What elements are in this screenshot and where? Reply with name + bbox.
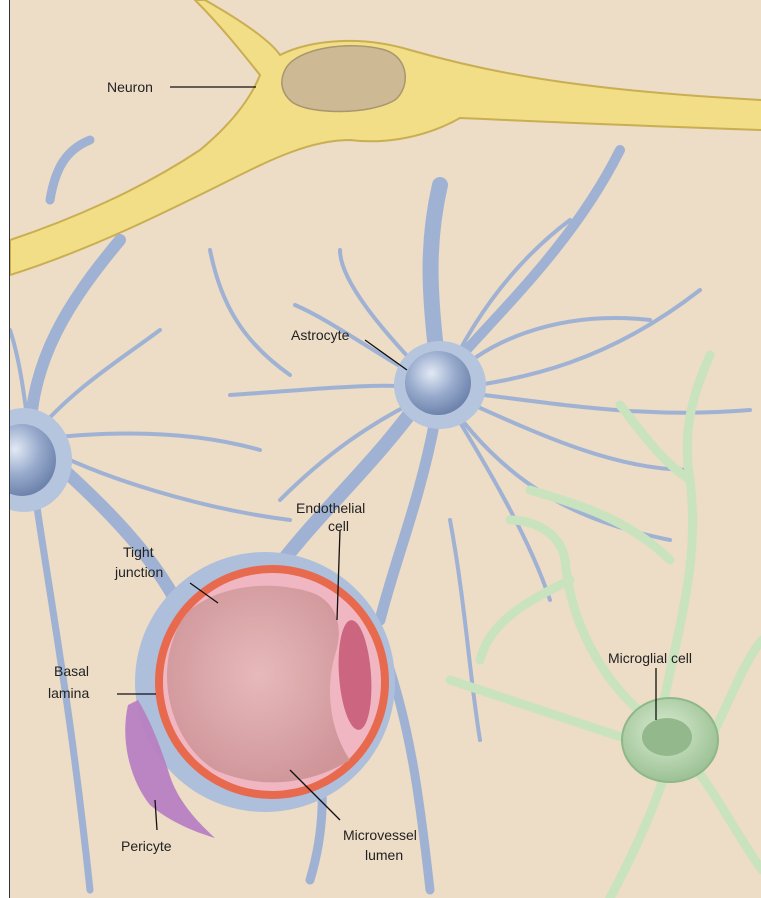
label-microvessel-line1: Microvessel [343,827,417,843]
label-tight-line1: Tight [123,544,154,560]
label-endothelial-line2: cell [328,518,349,534]
label-astrocyte: Astrocyte [291,327,350,343]
label-basal-line2: lamina [48,685,89,701]
label-neuron: Neuron [107,79,153,95]
microglial-nucleus [642,718,692,756]
label-microvessel-line2: lumen [365,847,403,863]
astrocyte-nucleus [405,351,471,415]
label-basal-line1: Basal [54,663,89,679]
label-tight-line2: junction [114,564,163,580]
illustration-frame: Neuron Astrocyte Endothelial cell Tight … [9,0,761,898]
neuron-nucleus [282,46,405,112]
label-pericyte: Pericyte [121,838,172,854]
label-endothelial-line1: Endothelial [296,500,365,516]
label-microglial: Microglial cell [608,650,692,666]
neurovascular-unit-illustration: Neuron Astrocyte Endothelial cell Tight … [10,0,761,898]
